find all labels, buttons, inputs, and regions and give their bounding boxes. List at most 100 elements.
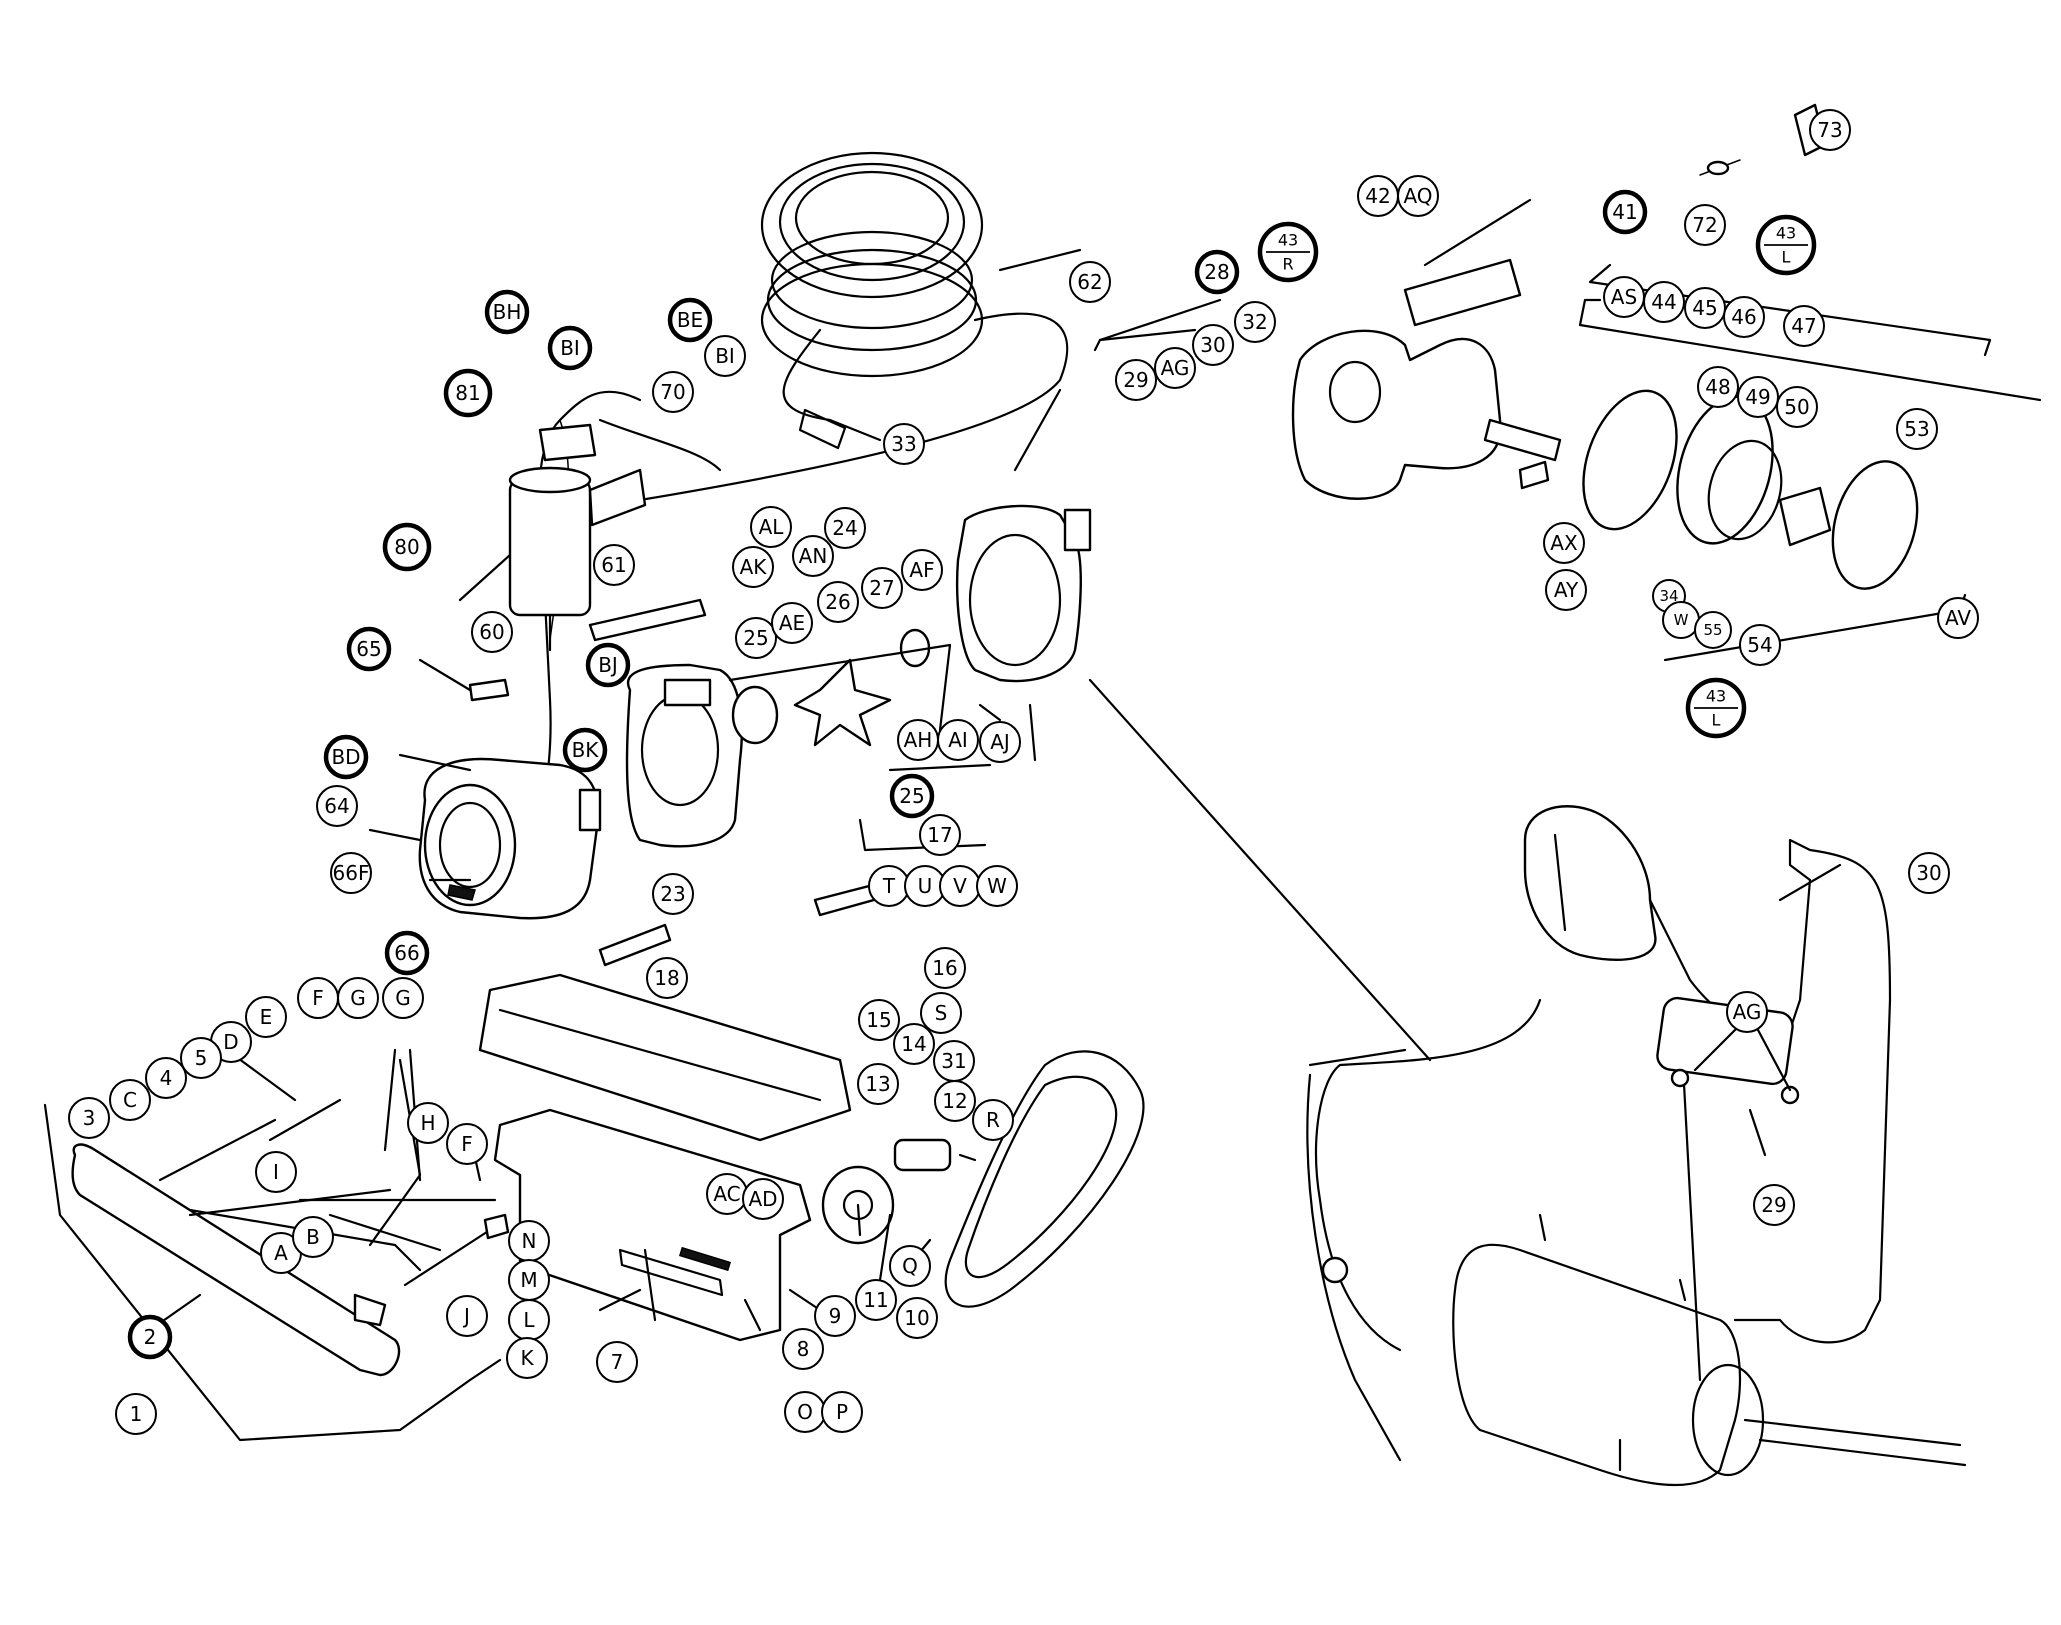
callout-circle: [547, 325, 593, 371]
callout-circle: [68, 1097, 110, 1139]
callout-circle: [919, 814, 961, 856]
callout-circle: [1545, 569, 1587, 611]
callout-2: 2: [127, 1314, 173, 1360]
callout-label: B: [306, 1225, 320, 1249]
callout-circle: [750, 506, 792, 548]
callout-circle: [732, 546, 774, 588]
callout-label: W: [987, 874, 1007, 898]
callout-circle: [1643, 281, 1685, 323]
callout-label: BK: [572, 738, 600, 762]
callout-label: P: [836, 1400, 848, 1424]
callout-label: 66: [394, 941, 419, 965]
callout-7: 7: [596, 1341, 638, 1383]
bar-61-shape: [588, 598, 707, 642]
callout-aj: AJ: [979, 721, 1021, 763]
callout-24: 24: [824, 507, 866, 549]
callout-label: BJ: [598, 653, 618, 677]
callout-label: F: [461, 1132, 473, 1156]
callout-label: W: [1674, 611, 1689, 629]
callout-circle: [127, 1314, 173, 1360]
callout-circle: [484, 289, 530, 335]
callout-label: BI: [715, 344, 735, 368]
callout-label: 66F: [333, 861, 370, 885]
callout-be: BE: [667, 297, 713, 343]
motor-64: [418, 757, 602, 920]
impeller-parts: [731, 628, 931, 747]
callout-label: 26: [825, 590, 850, 614]
callout-h: H: [407, 1102, 449, 1144]
callout-label: 34: [1659, 587, 1678, 605]
callout-circle: [735, 617, 777, 659]
callout-circle: [346, 626, 392, 672]
callout-label: R: [986, 1108, 1000, 1132]
callout-label: 2: [144, 1325, 157, 1349]
part-49-50-shape: [1778, 486, 1832, 547]
callout-43b: 43L: [1685, 677, 1747, 739]
callout-label: A: [274, 1241, 288, 1265]
callout-label-bottom: L: [1782, 247, 1791, 266]
callout-circle: [821, 1391, 863, 1433]
brush-roll-assembly: [1291, 258, 1562, 500]
callout-label: AG: [1161, 356, 1190, 380]
callout-circle: [883, 423, 925, 465]
callout-circle: [593, 544, 635, 586]
callout-circle: [1737, 376, 1779, 418]
callout-v: V: [939, 865, 981, 907]
callout-as: AS: [1603, 276, 1645, 318]
callout-label: AQ: [1403, 184, 1432, 208]
callout-circle: [1234, 301, 1276, 343]
callout-label: L: [523, 1308, 535, 1332]
callout-circle: [1753, 1184, 1795, 1226]
callout-circle: [1154, 347, 1196, 389]
callout-p: P: [821, 1391, 863, 1433]
callout-29a: 29: [1115, 359, 1157, 401]
callout-circle: [292, 1216, 334, 1258]
callout-circle: [972, 1099, 1014, 1141]
callout-label: 41: [1612, 200, 1637, 224]
callout-60: 60: [471, 611, 513, 653]
callout-label: 14: [901, 1032, 926, 1056]
callout-28: 28: [1194, 249, 1240, 295]
callout-circle: [858, 999, 900, 1041]
callout-g2: G: [382, 977, 424, 1019]
callout-label: 70: [660, 380, 685, 404]
callout-27: 27: [861, 567, 903, 609]
callout-label-top: 43: [1776, 224, 1796, 243]
callout-bj: BJ: [585, 642, 631, 688]
callout-circle: [893, 1023, 935, 1065]
callout-label: AK: [740, 555, 768, 579]
callout-label: 9: [829, 1304, 842, 1328]
callout-l: L: [508, 1299, 550, 1341]
callout-label: T: [882, 874, 896, 898]
callout-9: 9: [814, 1295, 856, 1337]
callout-circle: [255, 1151, 297, 1193]
callout-25a: 25: [735, 617, 777, 659]
callout-49: 49: [1737, 376, 1779, 418]
callout-30b: 30: [1908, 852, 1950, 894]
callout-f1: F: [297, 977, 339, 1019]
callout-label: 30: [1200, 333, 1225, 357]
callout-label: D: [223, 1030, 238, 1054]
callout-62: 62: [1069, 261, 1111, 303]
callout-41: 41: [1602, 189, 1648, 235]
callout-circle: [337, 977, 379, 1019]
callout-label: 29: [1123, 368, 1148, 392]
callout-k: K: [506, 1337, 548, 1379]
linkage-rods: [158, 1058, 510, 1327]
callout-label: BI: [560, 336, 580, 360]
callout-11: 11: [855, 1279, 897, 1321]
callout-circle: [382, 522, 432, 572]
callout-circle: [1192, 324, 1234, 366]
callout-i: I: [255, 1151, 297, 1193]
callout-circle: [384, 930, 430, 976]
callout-circle: [896, 1297, 938, 1339]
callout-label: BH: [493, 300, 522, 324]
callout-45: 45: [1684, 287, 1726, 329]
callout-circle: [901, 549, 943, 591]
callout-label: 80: [394, 535, 419, 559]
callout-label: AS: [1611, 285, 1637, 309]
callout-q: Q: [889, 1245, 931, 1287]
callout-label-top: 43: [1278, 231, 1298, 250]
callout-65: 65: [346, 626, 392, 672]
